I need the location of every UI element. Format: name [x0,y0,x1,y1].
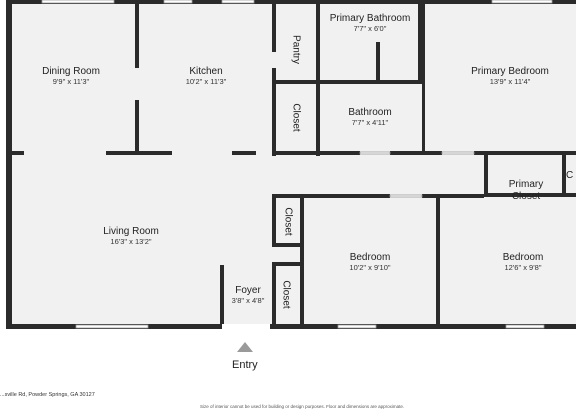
entry-label: Entry [232,359,258,371]
room-dims: 12'6" x 9'8" [504,262,542,272]
windows [41,0,553,329]
room-foyer: Foyer 3'8" x 4'8" [226,285,270,305]
floor-area [6,2,576,328]
room-dims: 7'7" x 4'11" [351,117,389,127]
room-name: Living Room [103,226,159,237]
disclaimer-text: Size of interior cannot be used for buil… [200,404,405,409]
room-pantry: Pantry [290,35,302,64]
room-name: Bathroom [348,107,392,118]
room-dining: Dining Room 9'9" x 11'3" [32,66,110,86]
room-name: Dining Room [42,66,100,77]
room-dims: 10'2" x 9'10" [349,262,391,272]
room-primary-bedroom: Primary Bedroom 13'9" x 11'4" [460,66,560,86]
room-bedroom-2: Bedroom 12'6" x 9'8" [483,252,563,272]
room-name: Bedroom [502,252,544,263]
walls [6,0,576,329]
room-kitchen: Kitchen 10'2" x 11'3" [166,66,246,86]
room-dims: 7'7" x 6'0" [353,23,387,33]
entry-arrow-icon [237,342,253,352]
room-dims: 16'3" x 13'2" [110,236,152,246]
room-name: Primary Bedroom [471,66,549,77]
room-name: Bedroom [349,252,391,263]
room-name: Kitchen [189,66,223,77]
room-closet-bed: Closet [282,207,294,236]
room-dims: 13'9" x 11'4" [489,76,531,86]
room-closet-hall: Closet [290,103,302,132]
room-bedroom-1: Bedroom 10'2" x 9'10" [330,252,410,272]
room-name: Foyer [235,285,261,296]
room-name: Primary Closet [508,179,544,202]
room-primary-bathroom: Primary Bathroom 7'7" x 6'0" [318,13,422,33]
entry-door-gap [222,324,270,329]
room-closet-foyer: Closet [280,280,292,309]
room-primary-closet: Primary Closet [490,161,562,221]
room-dims: 10'2" x 11'3" [185,76,227,86]
room-living: Living Room 16'3" x 13'2" [84,226,178,246]
address-text: ...sville Rd, Powder Springs, GA 30127 [0,392,95,398]
room-bathroom: Bathroom 7'7" x 4'11" [330,107,410,127]
room-dims: 9'9" x 11'3" [52,76,90,86]
room-name: C [566,170,574,181]
room-name: Primary Bathroom [329,13,411,24]
room-partial: C [566,170,576,182]
room-dims: 3'8" x 4'8" [231,295,265,305]
